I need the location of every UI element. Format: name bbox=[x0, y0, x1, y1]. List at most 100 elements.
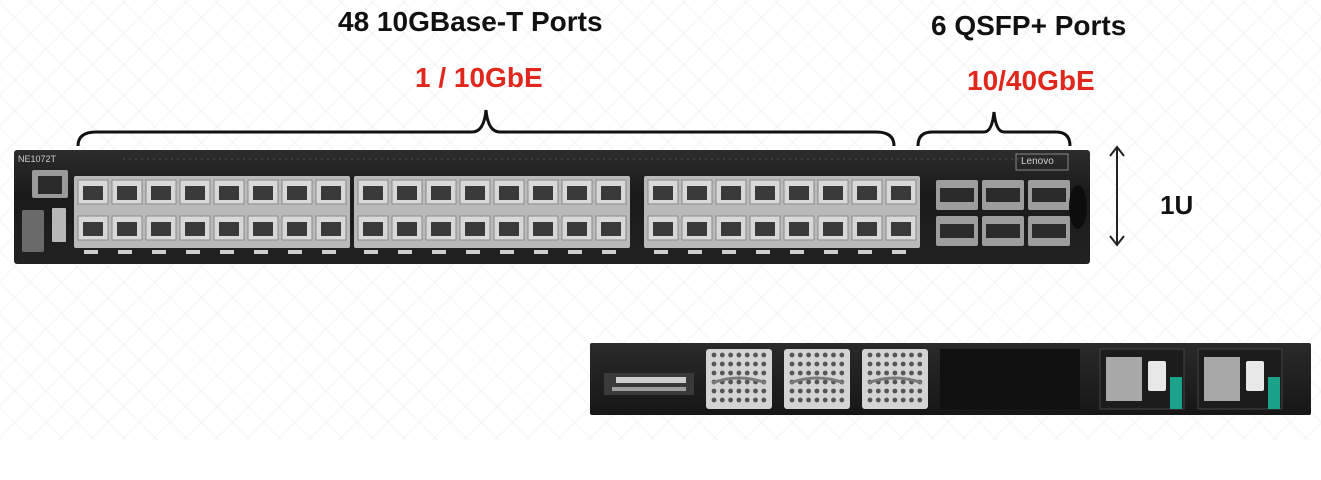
vent-hole bbox=[386, 157, 390, 161]
console-port[interactable] bbox=[22, 210, 44, 252]
fan-grill-hole bbox=[917, 352, 923, 358]
vent-hole bbox=[506, 157, 510, 161]
port-number-label bbox=[288, 250, 302, 254]
fan-grill-hole bbox=[736, 361, 742, 367]
fan-grill-hole bbox=[728, 388, 733, 394]
rj45-port-jack bbox=[891, 222, 911, 236]
rj45-group-brace bbox=[76, 109, 896, 147]
fan-module-handle[interactable] bbox=[789, 376, 845, 385]
fan-grill-hole bbox=[822, 352, 828, 358]
port-number-label bbox=[152, 250, 166, 254]
vent-hole bbox=[914, 157, 918, 161]
rj45-port-jack bbox=[653, 222, 673, 236]
psu-power-inlet[interactable] bbox=[1148, 361, 1166, 391]
rj45-port-jack bbox=[891, 186, 911, 200]
fan-grill-hole bbox=[822, 370, 828, 376]
rj45-ports-speed: 1 / 10GbE bbox=[415, 62, 543, 93]
power-supply-array bbox=[1099, 348, 1283, 410]
qsfp-port-cage bbox=[986, 188, 1020, 202]
rj45-port-jack bbox=[721, 186, 741, 200]
vent-hole bbox=[818, 157, 822, 161]
rj45-block bbox=[354, 176, 630, 248]
vent-hole bbox=[878, 157, 882, 161]
fan-grill-hole bbox=[789, 352, 795, 358]
vent-hole bbox=[824, 157, 828, 161]
rj45-port-jack bbox=[857, 186, 877, 200]
port-number-label bbox=[84, 250, 98, 254]
vent-hole bbox=[758, 157, 762, 161]
qsfp-port-cage bbox=[986, 224, 1020, 238]
fan-grill-hole bbox=[736, 379, 742, 385]
rj45-block bbox=[644, 176, 920, 248]
psu-release-latch[interactable] bbox=[1170, 377, 1182, 409]
fan-grill-hole bbox=[806, 388, 811, 394]
vent-hole bbox=[812, 157, 816, 161]
vent-hole bbox=[608, 157, 612, 161]
front-panel-graphic bbox=[22, 153, 1087, 254]
fan-module-handle[interactable] bbox=[867, 376, 923, 385]
vent-hole bbox=[230, 157, 234, 161]
vent-hole bbox=[128, 157, 132, 161]
vent-hole bbox=[572, 157, 576, 161]
rj45-port-jack bbox=[219, 222, 239, 236]
vent-hole bbox=[710, 157, 714, 161]
rj45-port-jack bbox=[789, 186, 809, 200]
vent-hole bbox=[530, 157, 534, 161]
rj45-port-jack bbox=[653, 186, 673, 200]
vent-hole bbox=[992, 157, 996, 161]
fan-module-handle[interactable] bbox=[711, 376, 767, 385]
vent-hole bbox=[374, 157, 378, 161]
psu-release-latch[interactable] bbox=[1268, 377, 1280, 409]
fan-grill-hole bbox=[900, 370, 906, 376]
psu-power-inlet[interactable] bbox=[1246, 361, 1264, 391]
rj45-port-jack bbox=[857, 222, 877, 236]
vent-hole bbox=[146, 157, 150, 161]
fan-grill-hole bbox=[839, 388, 845, 394]
rj45-port-array bbox=[74, 176, 920, 254]
vent-hole bbox=[254, 157, 258, 161]
vent-hole bbox=[428, 157, 432, 161]
vent-hole bbox=[302, 157, 306, 161]
fan-grill-hole bbox=[761, 352, 767, 358]
vent-hole bbox=[404, 157, 408, 161]
vent-hole bbox=[308, 157, 312, 161]
fan-grill-hole bbox=[728, 352, 733, 358]
rj45-port-jack bbox=[363, 186, 383, 200]
vent-hole bbox=[548, 157, 552, 161]
fan-grill-hole bbox=[719, 370, 725, 376]
vent-hole bbox=[788, 157, 792, 161]
fan-grill-hole bbox=[917, 397, 923, 403]
qsfp-ports-speed: 10/40GbE bbox=[967, 65, 1095, 96]
vent-hole bbox=[278, 157, 282, 161]
rj45-port-jack bbox=[321, 186, 341, 200]
rj45-port-jack bbox=[499, 222, 519, 236]
fan-grill-hole bbox=[875, 352, 881, 358]
vent-hole bbox=[350, 157, 354, 161]
rj45-port-jack bbox=[185, 222, 205, 236]
qsfp-group-brace bbox=[916, 111, 1072, 147]
fan-grill-hole bbox=[744, 370, 750, 376]
fan-grill-hole bbox=[711, 352, 717, 358]
vent-hole bbox=[434, 157, 438, 161]
fan-grill-hole bbox=[753, 388, 758, 394]
rj45-port-jack bbox=[721, 222, 741, 236]
port-number-label bbox=[654, 250, 668, 254]
usb-port[interactable] bbox=[52, 208, 66, 242]
fan-grill-hole bbox=[875, 361, 881, 367]
vent-hole bbox=[632, 157, 636, 161]
rj45-port-jack bbox=[431, 222, 451, 236]
port-number-label bbox=[322, 250, 336, 254]
vent-hole bbox=[392, 157, 396, 161]
fan-grill-hole bbox=[814, 379, 820, 385]
rj45-port-jack bbox=[755, 186, 775, 200]
fan-grill-hole bbox=[900, 352, 906, 358]
vent-hole bbox=[596, 157, 600, 161]
rj45-block bbox=[74, 176, 350, 248]
rj45-ports-title: 48 10GBase-T Ports bbox=[338, 6, 603, 37]
fan-grill-hole bbox=[744, 388, 750, 394]
vent-hole bbox=[554, 157, 558, 161]
port-number-label bbox=[500, 250, 514, 254]
fan-grill-hole bbox=[736, 352, 742, 358]
vent-hole bbox=[662, 157, 666, 161]
fan-grill-hole bbox=[728, 379, 733, 385]
